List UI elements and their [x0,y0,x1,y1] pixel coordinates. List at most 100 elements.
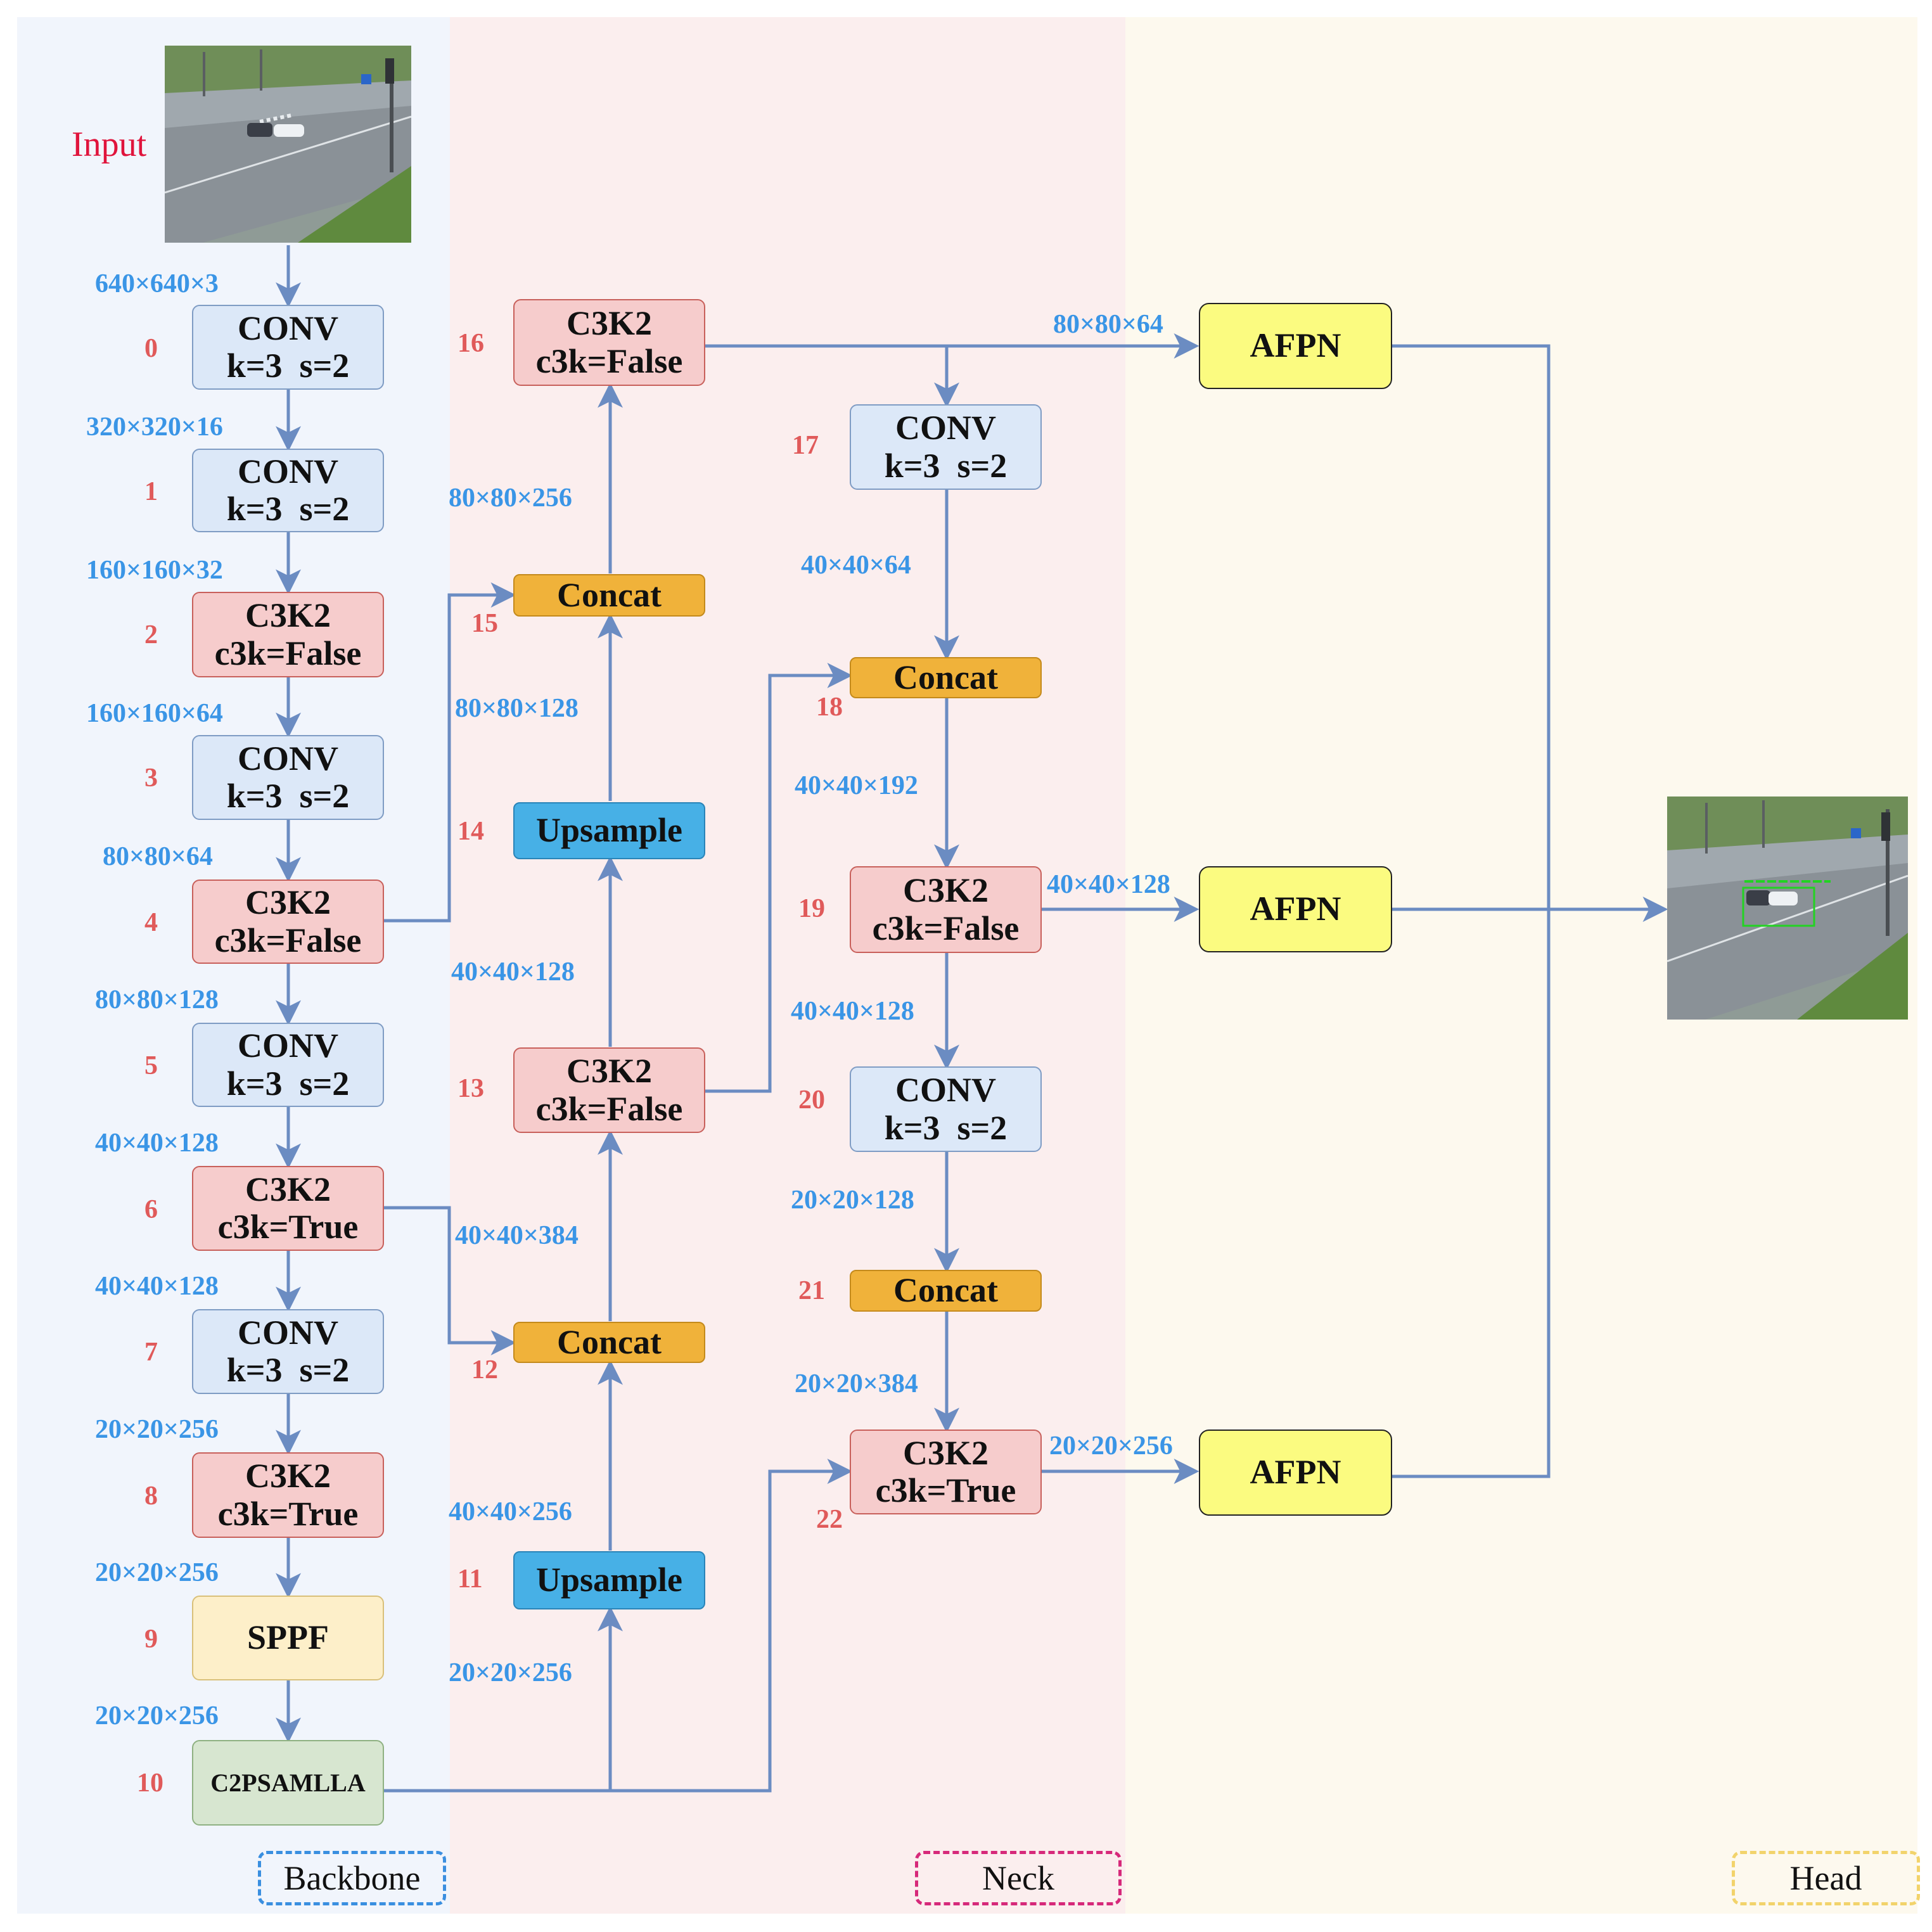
layer-index-17: 17 [792,431,819,460]
block-11-upsample[interactable]: Upsample [513,1551,705,1609]
dim-label-21-22: 20×20×384 [795,1369,918,1398]
block-17-conv[interactable]: CONV k=3 s=2 [850,404,1042,490]
dim-label-16-afpn: 80×80×64 [1053,310,1163,339]
block-3-conv[interactable]: CONV k=3 s=2 [192,735,384,820]
dim-label-4-5: 80×80×128 [95,985,219,1014]
dim-label-5-6: 40×40×128 [95,1129,219,1158]
block-7-conv[interactable]: CONV k=3 s=2 [192,1309,384,1394]
arrow-13-18 [705,663,853,1093]
layer-index-16: 16 [457,329,484,358]
dim-label-19-20: 40×40×128 [791,997,914,1026]
block-title: AFPN [1250,1453,1341,1492]
dim-label-18-19: 40×40×192 [795,771,918,800]
block-title: CONV [238,1313,338,1352]
block-title: C2PSAMLLA [210,1768,366,1797]
block-14-upsample[interactable]: Upsample [513,802,705,859]
arrow-6-12 [384,1206,516,1355]
block-params: k=3 s=2 [226,1064,350,1103]
legend-neck: Neck [915,1851,1122,1905]
output-image [1667,796,1908,1020]
block-8-c3k2[interactable]: C3K2 c3k=True [192,1452,384,1538]
block-params: k=3 s=2 [226,490,350,528]
dim-label-22-afpn: 20×20×256 [1049,1431,1173,1461]
block-params: k=3 s=2 [226,1351,350,1389]
dim-label-20-21: 20×20×128 [791,1186,914,1215]
block-9-sppf[interactable]: SPPF [192,1596,384,1680]
layer-index-1: 1 [144,477,158,506]
block-2-c3k2[interactable]: C3K2 c3k=False [192,592,384,677]
block-title: CONV [238,739,338,777]
block-params: c3k=True [875,1471,1016,1509]
dim-label-10-11: 20×20×256 [449,1658,572,1687]
layer-index-15: 15 [471,609,498,638]
layer-index-14: 14 [457,817,484,846]
block-params: c3k=True [217,1208,359,1246]
block-title: CONV [238,452,338,490]
dim-label-12-13: 40×40×384 [455,1221,579,1250]
block-params: c3k=False [214,634,362,672]
block-params: k=3 s=2 [226,347,350,385]
legend-head: Head [1732,1851,1920,1905]
layer-index-7: 7 [144,1338,158,1367]
layer-index-20: 20 [798,1085,825,1115]
block-title: Upsample [535,1561,683,1599]
layer-index-2: 2 [144,620,158,649]
dim-label-11-12: 40×40×256 [449,1497,572,1526]
block-params: c3k=True [217,1494,359,1533]
block-13-c3k2[interactable]: C3K2 c3k=False [513,1047,705,1133]
block-19-c3k2[interactable]: C3K2 c3k=False [850,866,1042,953]
block-params: c3k=False [535,342,683,380]
block-20-conv[interactable]: CONV k=3 s=2 [850,1066,1042,1152]
block-15-concat[interactable]: Concat [513,574,705,617]
block-title: Concat [893,658,998,696]
block-afpn-bottom[interactable]: AFPN [1199,1430,1392,1516]
dim-label-3-4: 80×80×64 [103,842,213,871]
arrow-afpn-top-out [1392,344,1551,1478]
block-params: k=3 s=2 [226,777,350,815]
dim-label-6-7: 40×40×128 [95,1272,219,1301]
block-title: C3K2 [903,871,988,910]
block-1-conv[interactable]: CONV k=3 s=2 [192,449,384,532]
block-afpn-top[interactable]: AFPN [1199,303,1392,389]
block-10-c2psamlla[interactable]: C2PSAMLLA [192,1740,384,1826]
block-22-c3k2[interactable]: C3K2 c3k=True [850,1430,1042,1514]
dim-label-9-10: 20×20×256 [95,1701,219,1730]
block-title: CONV [895,1071,996,1110]
block-21-concat[interactable]: Concat [850,1270,1042,1312]
layer-index-0: 0 [144,334,158,363]
block-title: AFPN [1250,326,1341,365]
dim-label-0-1: 320×320×16 [86,413,223,442]
block-title: CONV [238,309,338,347]
dim-label-8-9: 20×20×256 [95,1558,219,1587]
block-params: c3k=False [535,1089,683,1128]
block-title: C3K2 [566,304,652,343]
layer-index-11: 11 [457,1564,483,1594]
layer-index-6: 6 [144,1195,158,1224]
block-0-conv[interactable]: CONV k=3 s=2 [192,305,384,390]
block-18-concat[interactable]: Concat [850,657,1042,698]
block-16-c3k2[interactable]: C3K2 c3k=False [513,299,705,386]
layer-index-12: 12 [471,1355,498,1385]
block-title: CONV [238,1027,338,1065]
arrow-10-11 [384,1606,623,1793]
block-params: k=3 s=2 [884,446,1008,485]
block-title: CONV [895,409,996,447]
block-5-conv[interactable]: CONV k=3 s=2 [192,1023,384,1107]
layer-index-21: 21 [798,1276,825,1305]
arrow-10-22 [610,1459,853,1793]
layer-index-9: 9 [144,1625,158,1654]
block-title: C3K2 [245,1170,331,1208]
block-afpn-middle[interactable]: AFPN [1199,866,1392,952]
layer-index-22: 22 [816,1505,843,1534]
block-title: Upsample [535,811,683,850]
dim-label-1-2: 160×160×32 [86,556,223,585]
block-title: C3K2 [245,883,331,922]
layer-index-3: 3 [144,764,158,793]
block-title: AFPN [1250,890,1341,928]
block-6-c3k2[interactable]: C3K2 c3k=True [192,1166,384,1251]
block-12-concat[interactable]: Concat [513,1322,705,1363]
layer-index-8: 8 [144,1481,158,1511]
dim-label-17-18: 40×40×64 [801,551,911,580]
block-4-c3k2[interactable]: C3K2 c3k=False [192,880,384,964]
